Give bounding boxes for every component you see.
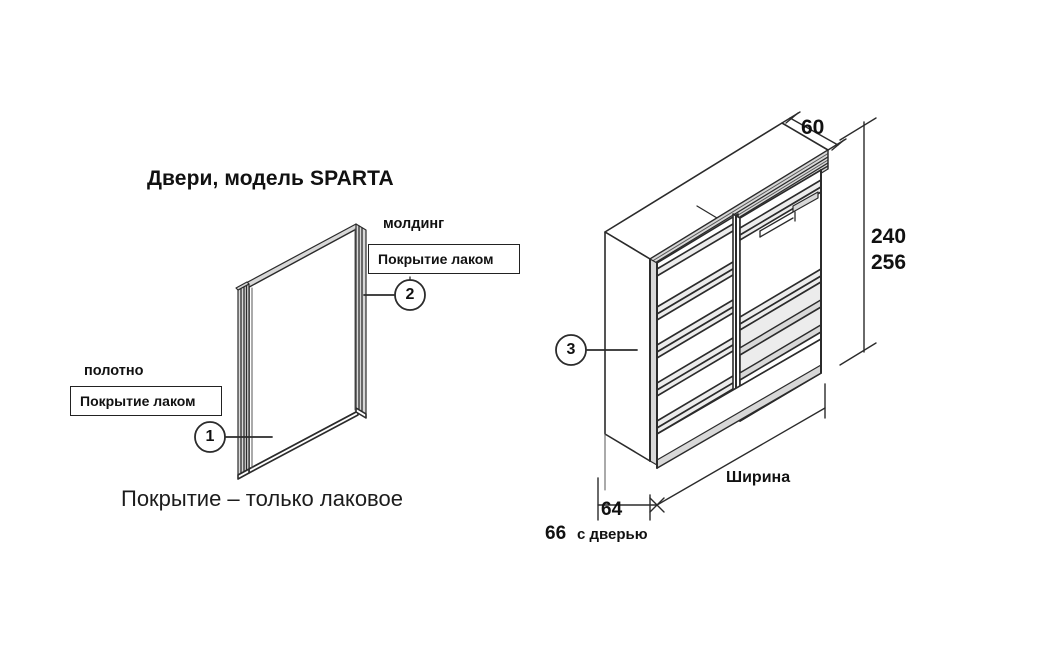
canvas-coating-box: Покрытие лаком (70, 386, 222, 416)
canvas-coating-text: Покрытие лаком (80, 393, 196, 409)
dimension-height-primary-value: 240 (871, 225, 907, 248)
molding-coating-box: Покрытие лаком (368, 244, 520, 274)
page-title: Двери, модель SPARTA (147, 167, 394, 190)
dimension-depth-top (781, 111, 847, 151)
dimension-width-label: Ширина (726, 469, 791, 486)
wardrobe-group (555, 111, 877, 521)
dimension-with-door-note: с дверью (577, 526, 648, 543)
door-face (248, 227, 359, 470)
dimension-height (839, 117, 877, 366)
molding-right (355, 223, 367, 419)
dimension-depth-bottom-value: 64 (601, 499, 623, 520)
callout-3-number: 3 (566, 341, 576, 358)
callout-1-number: 1 (205, 428, 215, 445)
wardrobe-left-side (604, 231, 651, 462)
callout-3-circle[interactable] (555, 334, 587, 366)
canvas-label: полотно (84, 363, 144, 379)
dimension-depth-with-door-value: 66 (545, 523, 567, 544)
dimension-height-secondary-value: 256 (871, 251, 907, 274)
hanging-rod (759, 191, 819, 238)
dimension-width (649, 383, 826, 521)
dimension-depth-bottom (597, 477, 665, 521)
dimension-depth-top-value: 60 (801, 116, 825, 139)
left-side-thickness (649, 258, 658, 466)
molding-label: молдинг (383, 216, 445, 232)
molding-coating-text: Покрытие лаком (378, 251, 494, 267)
molding-left (235, 281, 250, 480)
callout-1-circle[interactable] (194, 421, 226, 453)
coating-footnote: Покрытие – только лаковое (121, 486, 403, 511)
callout-2-number: 2 (405, 286, 415, 303)
door-panel-group (194, 223, 426, 480)
